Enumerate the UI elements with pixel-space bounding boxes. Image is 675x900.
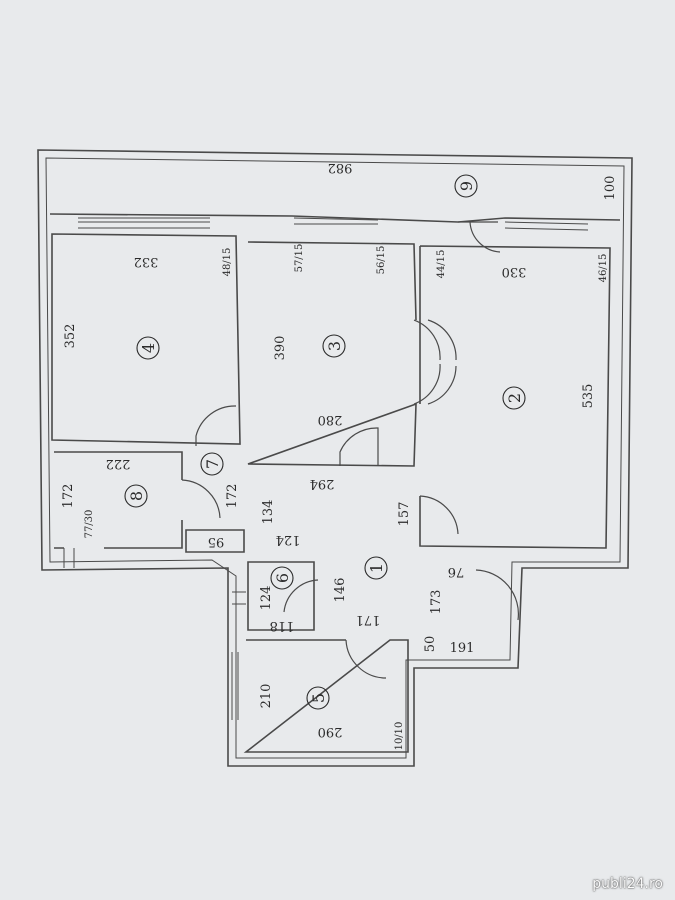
dim-room6-118: 118 <box>270 618 295 633</box>
dim-room2-door: 44/15 <box>436 250 447 279</box>
outer-walls <box>37 149 633 767</box>
dim-hall7-side: 172 <box>225 484 240 509</box>
room-labels: 1 2 3 4 5 6 7 8 9 <box>124 174 526 710</box>
svg-text:6: 6 <box>273 573 292 583</box>
dim-room4-wall: 48/15 <box>222 248 233 277</box>
room-label-2: 2 <box>502 386 526 410</box>
dim-room4-side: 352 <box>63 324 78 349</box>
room-4-walls <box>51 233 241 446</box>
dim-hall-191: 191 <box>450 641 475 656</box>
svg-text:5: 5 <box>309 693 328 703</box>
room-label-5: 5 <box>306 686 330 710</box>
dim-room2-wall: 46/15 <box>598 254 609 283</box>
room-label-7: 7 <box>200 452 224 476</box>
dim-room6-124: 124 <box>259 586 274 611</box>
room-8-walls <box>54 451 245 568</box>
dim-room5-wall: 10/10 <box>394 722 405 751</box>
dim-hall-50: 50 <box>423 636 438 653</box>
dim-room5-side: 210 <box>259 684 274 709</box>
dimension-labels: 982 100 330 46/15 535 44/15 57/15 56/15 … <box>61 160 618 750</box>
balcony-9 <box>49 213 621 253</box>
room-label-8: 8 <box>124 484 148 508</box>
dim-room8-top: 222 <box>106 456 131 471</box>
dim-room3-side: 390 <box>273 336 288 361</box>
dim-room4-top: 332 <box>134 254 159 269</box>
dim-room3-top-a: 57/15 <box>294 244 305 273</box>
room-label-9: 9 <box>454 174 478 198</box>
dim-hall-173: 173 <box>429 590 444 615</box>
svg-text:3: 3 <box>325 341 344 351</box>
room-3-walls <box>247 241 441 467</box>
dim-room5-bottom: 290 <box>318 724 343 739</box>
dim-balcony-width: 100 <box>603 176 618 201</box>
svg-text:9: 9 <box>457 181 476 191</box>
svg-text:1: 1 <box>367 563 386 573</box>
dim-room3-top-b: 56/15 <box>376 246 387 275</box>
room-label-6: 6 <box>270 566 294 590</box>
dim-hall-134: 134 <box>261 500 276 525</box>
dim-hall-171: 171 <box>356 612 381 627</box>
dim-hall-146: 146 <box>333 578 348 603</box>
dim-room8-wall: 77/30 <box>84 510 95 539</box>
svg-text:7: 7 <box>203 459 222 469</box>
dim-hall-124: 124 <box>276 532 301 547</box>
room-label-3: 3 <box>322 334 346 358</box>
dim-hall-157: 157 <box>397 502 412 527</box>
svg-text:8: 8 <box>127 491 146 501</box>
room-6-walls <box>232 561 319 631</box>
room-label-4: 4 <box>136 336 160 360</box>
svg-text:4: 4 <box>139 343 158 353</box>
dim-hall-76: 76 <box>448 564 465 579</box>
room-5-walls <box>231 639 409 753</box>
dim-balcony-length: 982 <box>328 160 353 175</box>
dim-room2-top: 330 <box>502 264 527 279</box>
svg-text:2: 2 <box>505 393 524 403</box>
entrance-door <box>475 569 520 621</box>
dim-hall-294: 294 <box>310 476 335 491</box>
room-label-1: 1 <box>364 556 388 580</box>
dim-room2-side: 535 <box>581 384 596 409</box>
watermark-logo: publi24.ro <box>592 876 663 892</box>
dim-hall-95: 95 <box>208 534 225 549</box>
dim-room8-side: 172 <box>61 484 76 509</box>
room-2-walls <box>419 245 611 549</box>
dim-room3-bottom: 280 <box>318 412 343 427</box>
